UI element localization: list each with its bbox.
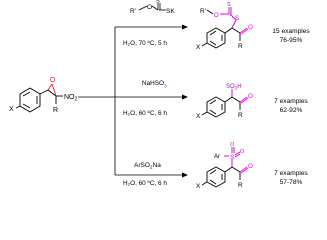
reagent-1-sk-label: SK bbox=[166, 8, 175, 15]
result-2-yield: 62-92% bbox=[279, 106, 303, 114]
starting-epoxide bbox=[15, 83, 63, 113]
product-3-x-label: X bbox=[196, 183, 201, 189]
result-3-examples: 7 examples bbox=[274, 170, 308, 177]
product-3-structure bbox=[201, 147, 249, 188]
product-3-s-label: S bbox=[230, 154, 235, 161]
reaction-scheme: X O NO2 R R' O S SK ArSO2Na bbox=[9, 0, 253, 189]
result-1: 15 examples 76-95% bbox=[256, 28, 326, 45]
conditions-1: H₂O, 70 ºC, 5 h bbox=[123, 40, 167, 47]
reagent-1-r-label: R' bbox=[130, 8, 136, 15]
result-2: 7 examples 62-92% bbox=[256, 98, 326, 115]
result-1-examples: 15 examples bbox=[272, 28, 310, 35]
result-3: 7 examples 57-78% bbox=[256, 170, 326, 187]
product-2-so3h-label: SO3H bbox=[226, 84, 242, 91]
product-2-r-label: R bbox=[238, 112, 243, 119]
product-3-o2-label: O bbox=[240, 149, 245, 155]
start-r-label: R bbox=[53, 107, 58, 114]
branch-arrows bbox=[78, 24, 188, 178]
conditions-2: H₂O, 60 ºC, 6 h bbox=[123, 110, 167, 117]
reagent-1-xanthate bbox=[138, 3, 166, 11]
result-3-yield: 57-78% bbox=[279, 178, 303, 186]
product-1-s2-label: S bbox=[235, 16, 239, 22]
product-2-x-label: X bbox=[196, 113, 201, 120]
product-3-ar-label: Ar bbox=[214, 154, 220, 160]
epoxide-cc-bond bbox=[47, 89, 57, 97]
epoxide-o-label: O bbox=[50, 77, 56, 84]
product-3-carbonyl-o: O bbox=[248, 163, 253, 170]
product-1-structure bbox=[201, 7, 249, 49]
conditions-3: H₂O, 60 ºC, 6 h bbox=[123, 180, 167, 187]
start-x-bond bbox=[15, 105, 21, 109]
product-2-structure bbox=[201, 89, 249, 118]
reagent-1-o-label: O bbox=[147, 4, 152, 11]
product-3-r-label: R bbox=[238, 182, 243, 189]
arrow-2-head bbox=[182, 94, 188, 100]
product-3-o1-label: O bbox=[230, 142, 235, 148]
product-1-carbonyl-o: O bbox=[248, 24, 253, 31]
reagent-2-label: NaHSO3 bbox=[142, 80, 167, 90]
product-1-r-prime-label: R' bbox=[200, 8, 206, 15]
nitro-label: NO2 bbox=[64, 94, 78, 103]
arrow-3-head bbox=[182, 172, 188, 178]
product-1-o-label: O bbox=[214, 13, 219, 19]
result-2-examples: 7 examples bbox=[274, 98, 308, 105]
product-1-s1-label: S bbox=[227, 2, 231, 8]
reagent-1-s-label: S bbox=[156, 0, 160, 5]
start-x-label: X bbox=[9, 106, 14, 113]
arrow-1-head bbox=[182, 24, 188, 30]
product-2-carbonyl-o: O bbox=[248, 93, 253, 100]
result-1-yield: 76-95% bbox=[279, 36, 303, 44]
product-1-x-label: X bbox=[196, 44, 201, 51]
reagent-3-label: ArSO2Na bbox=[134, 162, 161, 171]
product-1-r-label: R bbox=[238, 43, 243, 50]
